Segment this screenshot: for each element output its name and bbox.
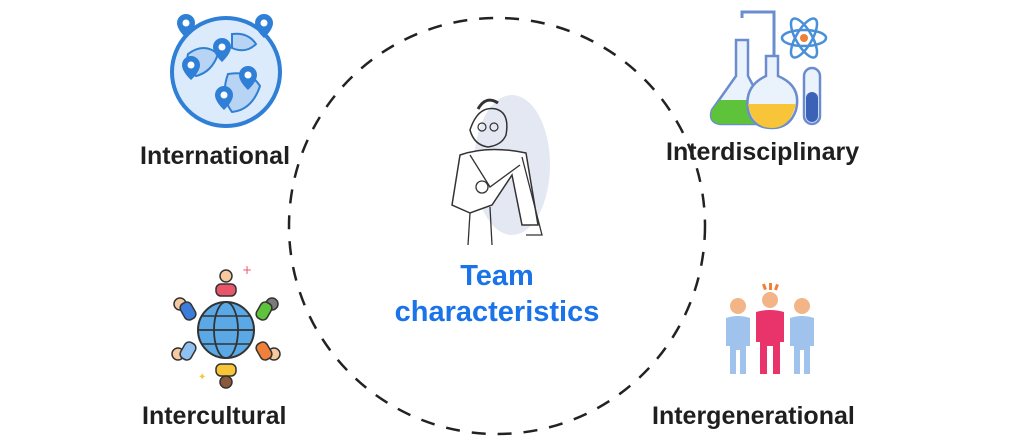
- label-intercultural: Intercultural: [142, 402, 287, 430]
- globe-people-icon: + ✦: [171, 263, 281, 389]
- center-title-line2: characteristics: [394, 296, 600, 328]
- center-title: Team characteristics: [395, 258, 600, 330]
- label-international: International: [140, 142, 291, 170]
- center-title-line1: Team: [460, 260, 534, 292]
- label-intergenerational: Intergenerational: [652, 402, 855, 430]
- people-group-icon: [726, 283, 814, 374]
- svg-text:+: +: [242, 263, 252, 277]
- label-interdisciplinary: Interdisciplinary: [666, 138, 860, 166]
- globe-pins-icon: [170, 14, 282, 128]
- science-flasks-icon: [709, 10, 828, 130]
- svg-text:✦: ✦: [198, 372, 206, 383]
- person-illustration: [451, 95, 550, 246]
